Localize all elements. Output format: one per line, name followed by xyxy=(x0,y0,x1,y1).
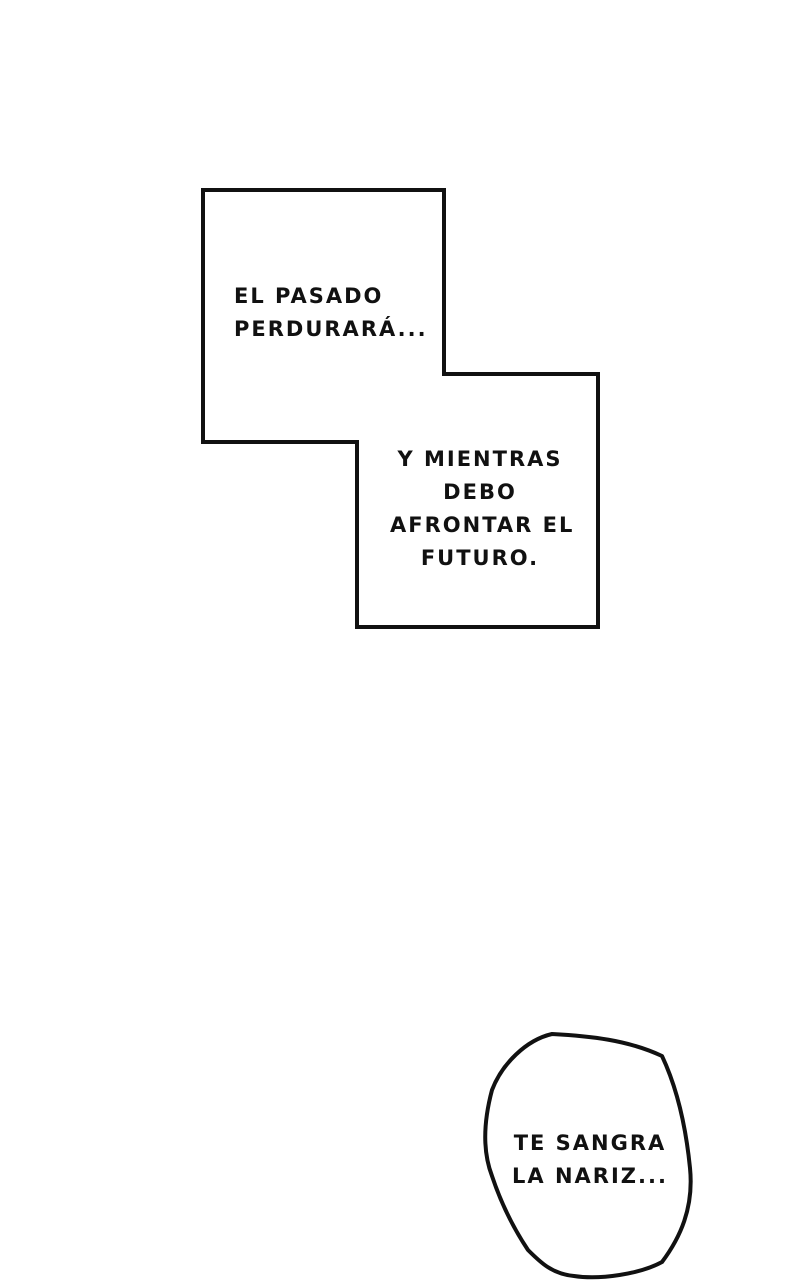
speech-line: TE SANGRA xyxy=(513,1131,667,1155)
narration-line: Y MIENTRAS xyxy=(397,447,563,471)
speech-bubble-text: TE SANGRA LA NARIZ... xyxy=(510,1127,670,1193)
narration-box-outline xyxy=(201,188,600,629)
narration-line: DEBO xyxy=(443,480,517,504)
narration-text-middle: Y MIENTRAS DEBO AFRONTAR EL FUTURO. xyxy=(390,443,575,575)
narration-line: PERDURARÁ... xyxy=(234,317,428,341)
speech-bubble-outline xyxy=(483,1032,693,1280)
narration-line: EL PASADO xyxy=(234,284,384,308)
narration-line: FUTURO. xyxy=(420,546,540,570)
speech-line: LA NARIZ... xyxy=(512,1164,668,1188)
narration-text-top: EL PASADO PERDURARÁ... xyxy=(234,280,428,346)
narration-line: AFRONTAR EL xyxy=(390,513,575,537)
